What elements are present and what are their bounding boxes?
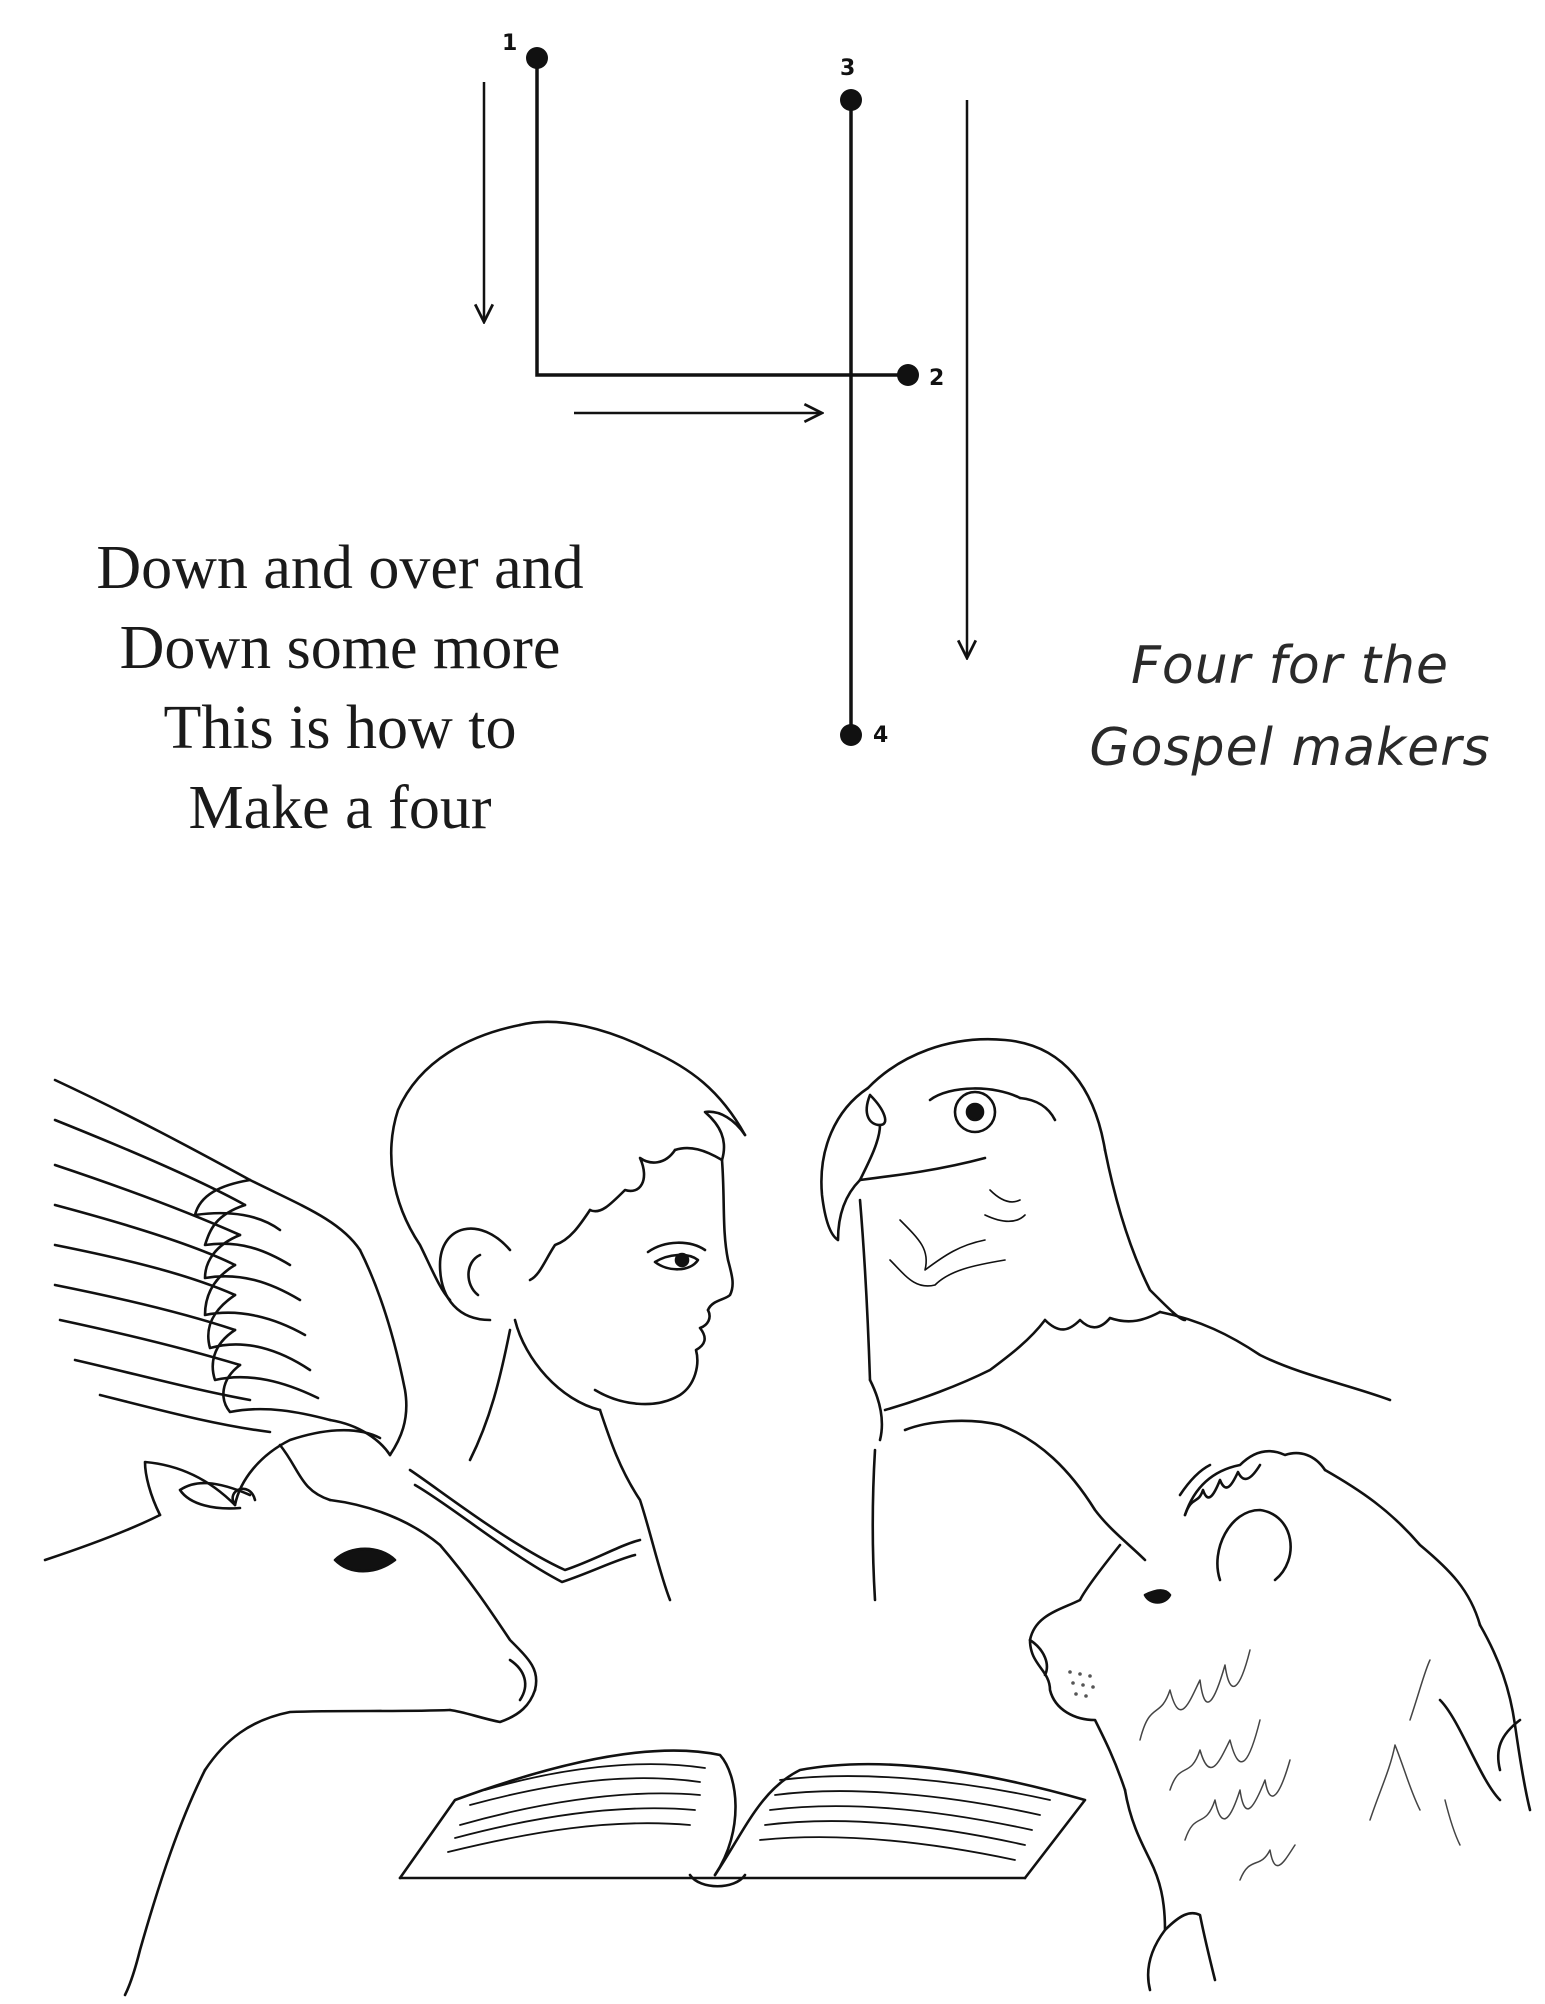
caption-text: Four for the Gospel makers: [1060, 625, 1520, 789]
point-3-dot: [840, 89, 862, 111]
lion: [1028, 1449, 1532, 1992]
caption-line: Four for the: [1131, 636, 1449, 696]
rhyme-line: Make a four: [188, 774, 492, 842]
angel-wing: [53, 1078, 408, 1457]
ox: [43, 1428, 538, 1997]
point-2-label: 2: [929, 366, 944, 391]
point-1-dot: [526, 47, 548, 69]
point-3-label: 3: [840, 56, 855, 81]
four-stroke-1: [535, 58, 908, 377]
caption-line: Gospel makers: [1089, 718, 1491, 778]
number-four-guide: [535, 58, 908, 735]
point-4-dot: [840, 724, 862, 746]
rhyme-line: This is how to: [163, 694, 517, 762]
point-4-label: 4: [873, 723, 888, 748]
rhyme-line: Down and over and: [96, 534, 584, 602]
point-2-dot: [897, 364, 919, 386]
gospel-illustration: [43, 1020, 1532, 1997]
open-book: [398, 1749, 1087, 1888]
point-1-label: 1: [502, 31, 517, 56]
rhyme-line: Down some more: [119, 614, 561, 682]
eagle: [820, 1037, 1392, 1602]
winged-man: [390, 1020, 747, 1602]
rhyme-text: Down and over and Down some more This is…: [30, 528, 650, 848]
